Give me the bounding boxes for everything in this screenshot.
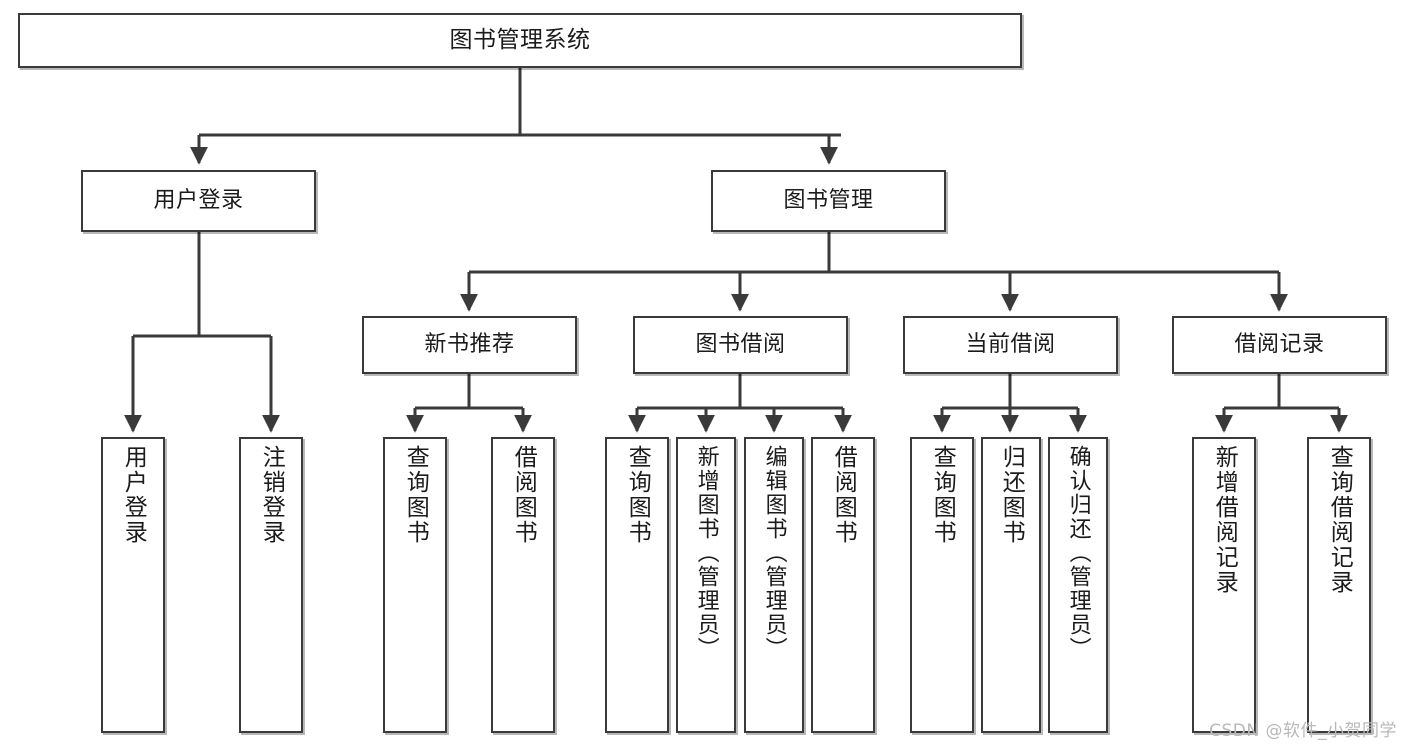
- node-label: 借阅记录: [1234, 332, 1325, 358]
- node-current-borrow[interactable]: 当前借阅: [903, 316, 1118, 374]
- node-leaf-query-book-1[interactable]: 查询图书: [383, 437, 447, 733]
- node-label: 当前借阅: [965, 332, 1056, 358]
- node-leaf-edit-book[interactable]: 编辑图书（管理员）: [744, 437, 804, 733]
- node-leaf-user-login[interactable]: 用户登录: [101, 437, 165, 733]
- node-label: 查询图书: [402, 445, 429, 545]
- node-label: 图书管理系统: [449, 27, 591, 54]
- node-label: 新增借阅记录: [1211, 445, 1238, 595]
- node-leaf-query-book-2[interactable]: 查询图书: [605, 437, 669, 733]
- node-user-login[interactable]: 用户登录: [81, 170, 316, 232]
- node-leaf-add-record[interactable]: 新增借阅记录: [1192, 437, 1256, 733]
- csdn-watermark: CSDN @软件_小贺同学: [1209, 721, 1397, 741]
- node-leaf-add-book[interactable]: 新增图书（管理员）: [676, 437, 736, 733]
- node-label: 编辑图书（管理员）: [761, 445, 787, 661]
- node-label: 借阅图书: [510, 445, 537, 545]
- node-leaf-return-book[interactable]: 归还图书: [981, 437, 1041, 733]
- node-label: 图书管理: [783, 188, 874, 214]
- node-label: 图书借阅: [695, 332, 786, 358]
- node-label: 新增图书（管理员）: [693, 445, 719, 661]
- node-label: 借阅图书: [830, 445, 857, 545]
- node-book-manage[interactable]: 图书管理: [711, 170, 946, 232]
- node-label: 确认归还（管理员）: [1065, 445, 1091, 661]
- node-label: 归还图书: [998, 445, 1025, 545]
- node-new-book-rec[interactable]: 新书推荐: [362, 316, 577, 374]
- node-label: 注销登录: [258, 445, 285, 545]
- node-leaf-query-record[interactable]: 查询借阅记录: [1307, 437, 1371, 733]
- node-leaf-borrow-book-1[interactable]: 借阅图书: [491, 437, 555, 733]
- node-book-borrow[interactable]: 图书借阅: [633, 316, 848, 374]
- node-label: 用户登录: [153, 188, 244, 214]
- node-label: 查询借阅记录: [1326, 445, 1353, 595]
- node-leaf-query-book-3[interactable]: 查询图书: [910, 437, 974, 733]
- node-root-system[interactable]: 图书管理系统: [18, 13, 1022, 68]
- node-label: 查询图书: [624, 445, 651, 545]
- node-leaf-user-logout[interactable]: 注销登录: [239, 437, 303, 733]
- node-leaf-borrow-book-2[interactable]: 借阅图书: [811, 437, 875, 733]
- node-label: 新书推荐: [424, 332, 515, 358]
- node-label: 查询图书: [929, 445, 956, 545]
- node-borrow-record[interactable]: 借阅记录: [1172, 316, 1387, 374]
- node-leaf-confirm-return[interactable]: 确认归还（管理员）: [1048, 437, 1108, 733]
- node-label: 用户登录: [120, 445, 147, 545]
